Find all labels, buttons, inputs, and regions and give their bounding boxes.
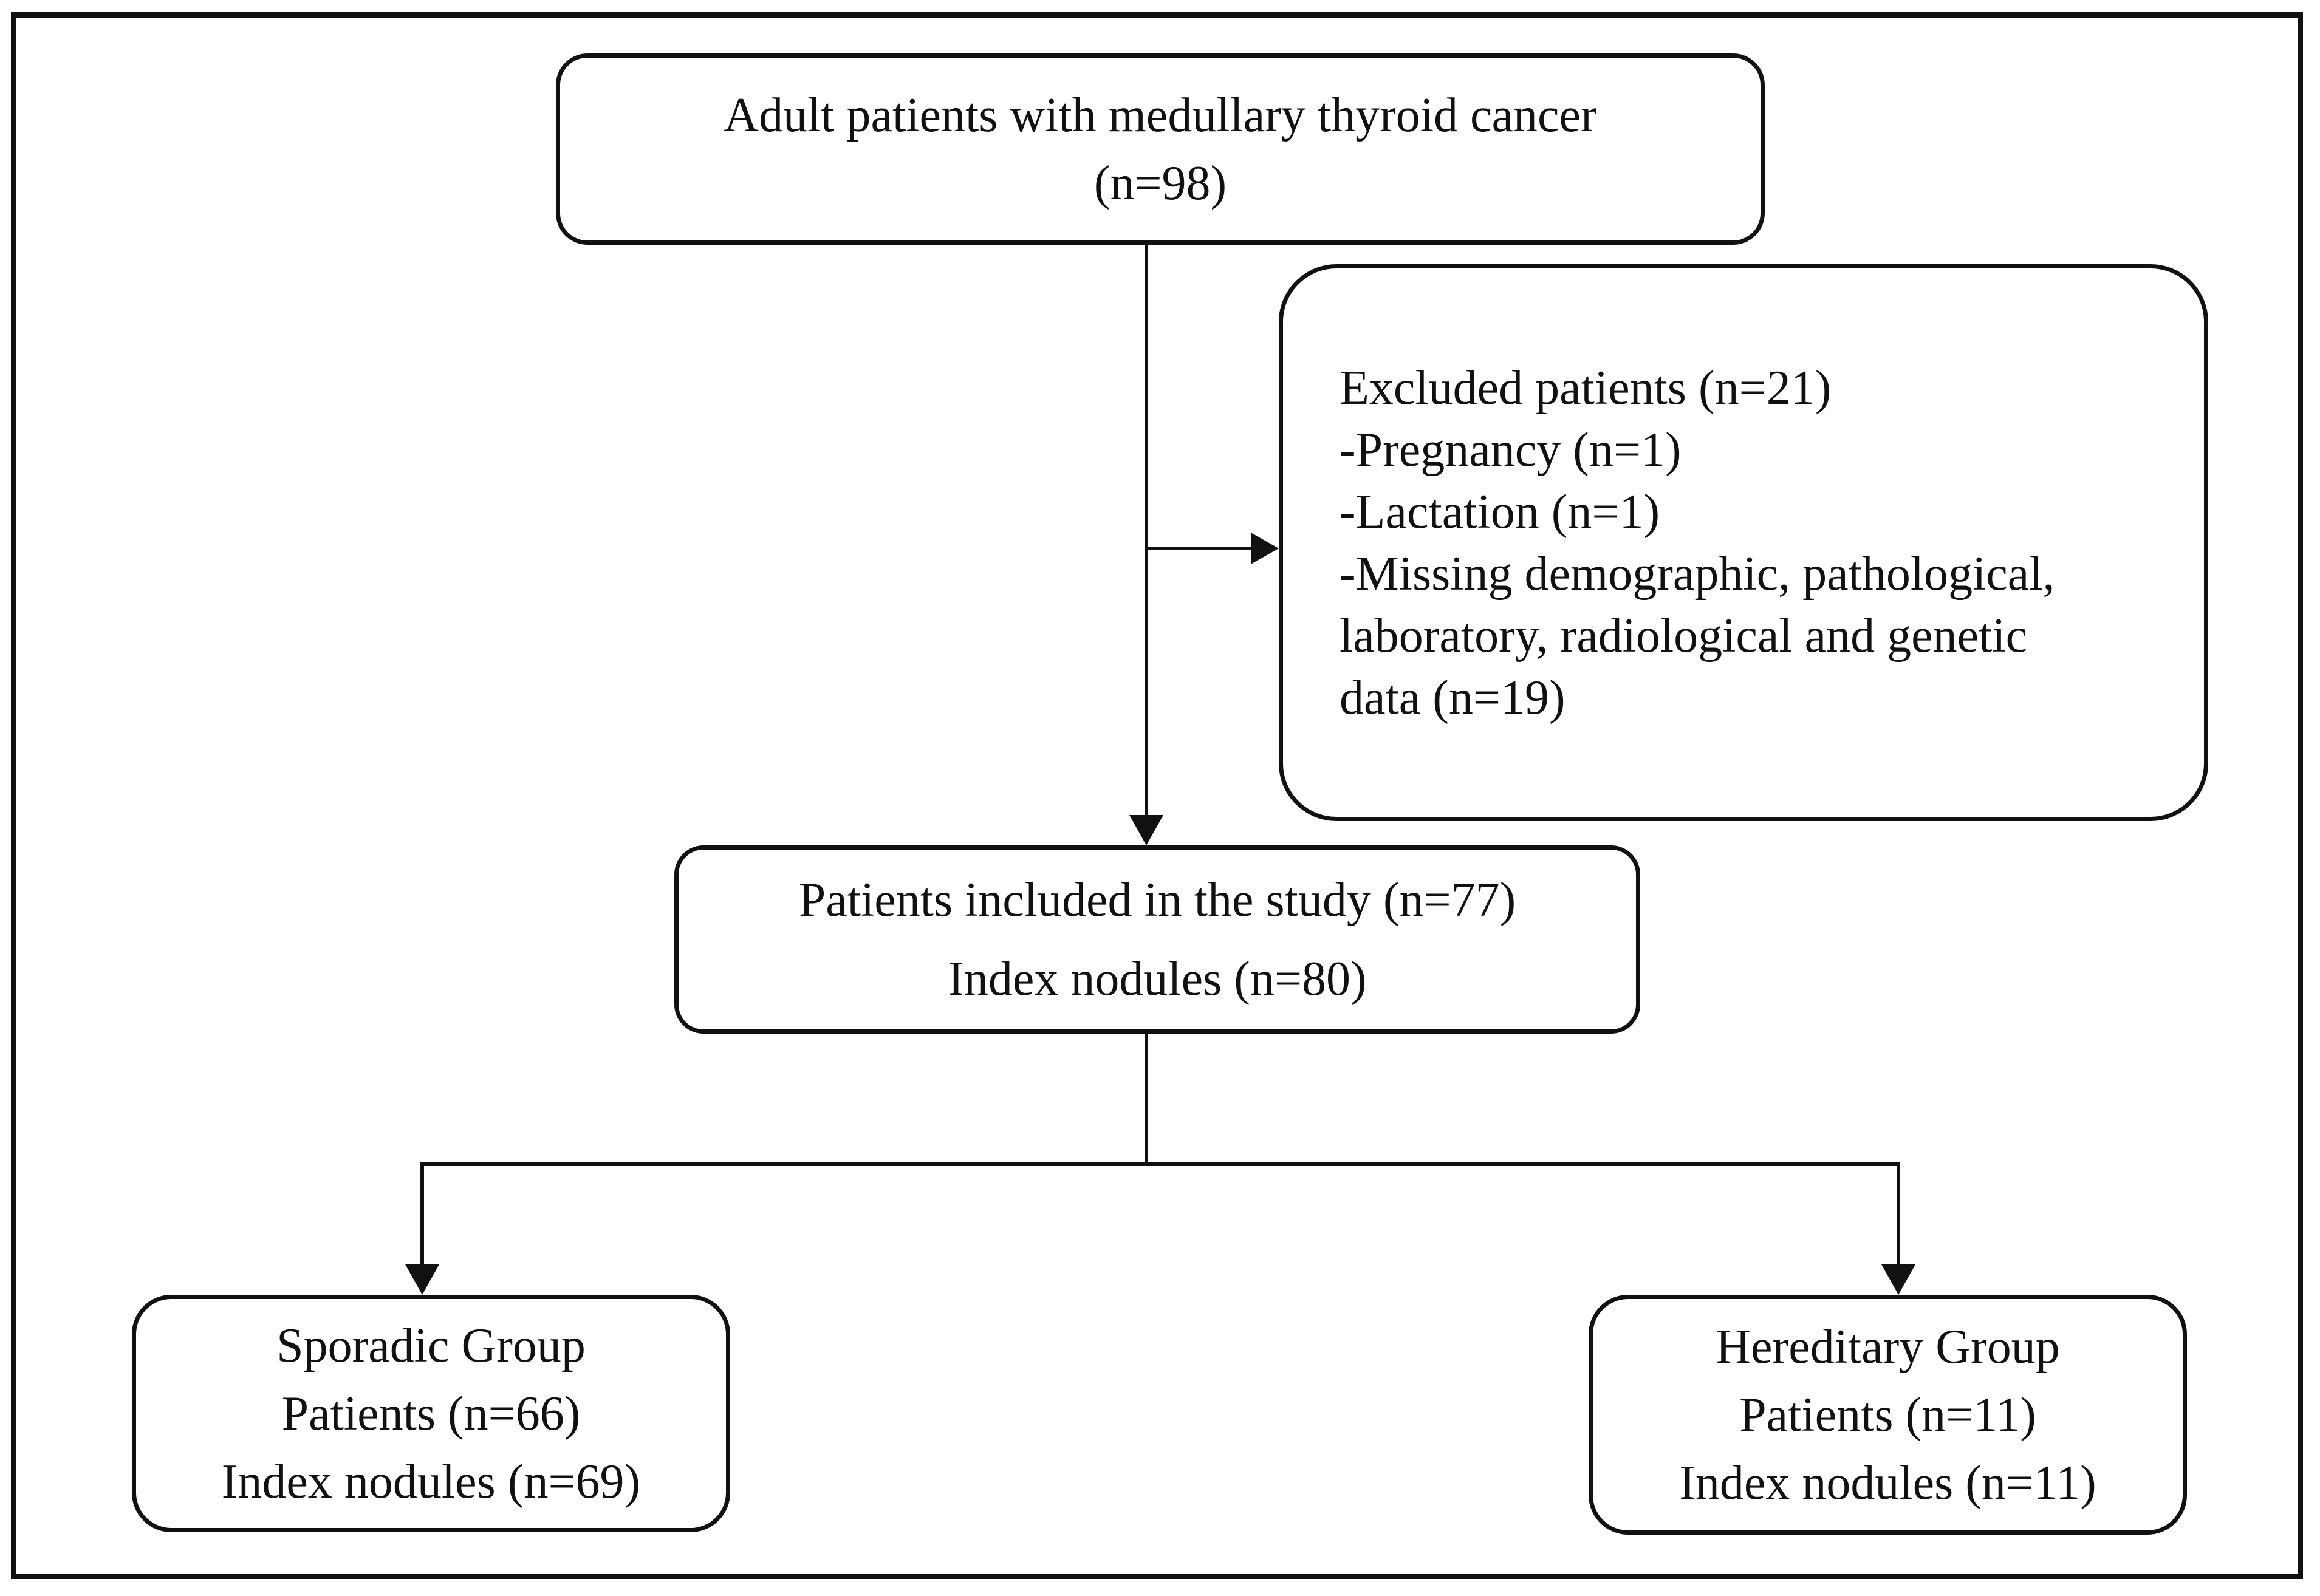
node-excluded-line: -Missing demographic, pathological, xyxy=(1340,547,2055,601)
node-excluded-line: data (n=19) xyxy=(1340,670,1565,725)
connector-drop-left xyxy=(420,1162,424,1267)
node-source-line: Adult patients with medullary thyroid ca… xyxy=(724,88,1597,142)
arrowhead-down-icon xyxy=(1881,1264,1915,1295)
node-included-patients: Patients included in the study (n=77) In… xyxy=(674,845,1640,1034)
arrowhead-right-icon xyxy=(1251,533,1279,564)
node-hereditary-line: Hereditary Group xyxy=(1716,1320,2060,1374)
node-hereditary-line: Index nodules (n=11) xyxy=(1679,1456,2096,1510)
node-source-line: (n=98) xyxy=(1093,156,1227,210)
node-hereditary-line: Patients (n=11) xyxy=(1739,1388,2036,1442)
connector-source-to-included xyxy=(1145,243,1148,819)
node-sporadic-group: Sporadic Group Patients (n=66) Index nod… xyxy=(132,1295,730,1532)
connector-drop-right xyxy=(1897,1162,1900,1267)
node-excluded-line: laboratory, radiological and genetic xyxy=(1340,609,2028,663)
node-hereditary-group: Hereditary Group Patients (n=11) Index n… xyxy=(1589,1295,2187,1535)
node-excluded-patients: Excluded patients (n=21) -Pregnancy (n=1… xyxy=(1279,264,2208,821)
arrowhead-down-icon xyxy=(405,1264,439,1295)
node-sporadic-line: Index nodules (n=69) xyxy=(221,1454,641,1509)
figure-border xyxy=(11,12,2303,1579)
node-excluded-line: Excluded patients (n=21) xyxy=(1340,361,1832,415)
node-source-population: Adult patients with medullary thyroid ca… xyxy=(556,53,1765,245)
node-included-line: Patients included in the study (n=77) xyxy=(798,873,1516,927)
connector-included-to-split xyxy=(1145,1031,1148,1166)
node-sporadic-line: Patients (n=66) xyxy=(281,1386,581,1441)
node-sporadic-line: Sporadic Group xyxy=(276,1318,586,1373)
arrowhead-down-icon xyxy=(1129,815,1163,845)
node-excluded-line: -Lactation (n=1) xyxy=(1340,485,1660,539)
node-excluded-line: -Pregnancy (n=1) xyxy=(1340,423,1682,477)
connector-split-horizontal xyxy=(420,1162,1900,1166)
node-included-line: Index nodules (n=80) xyxy=(948,952,1367,1006)
connector-branch-to-excluded xyxy=(1146,547,1254,550)
